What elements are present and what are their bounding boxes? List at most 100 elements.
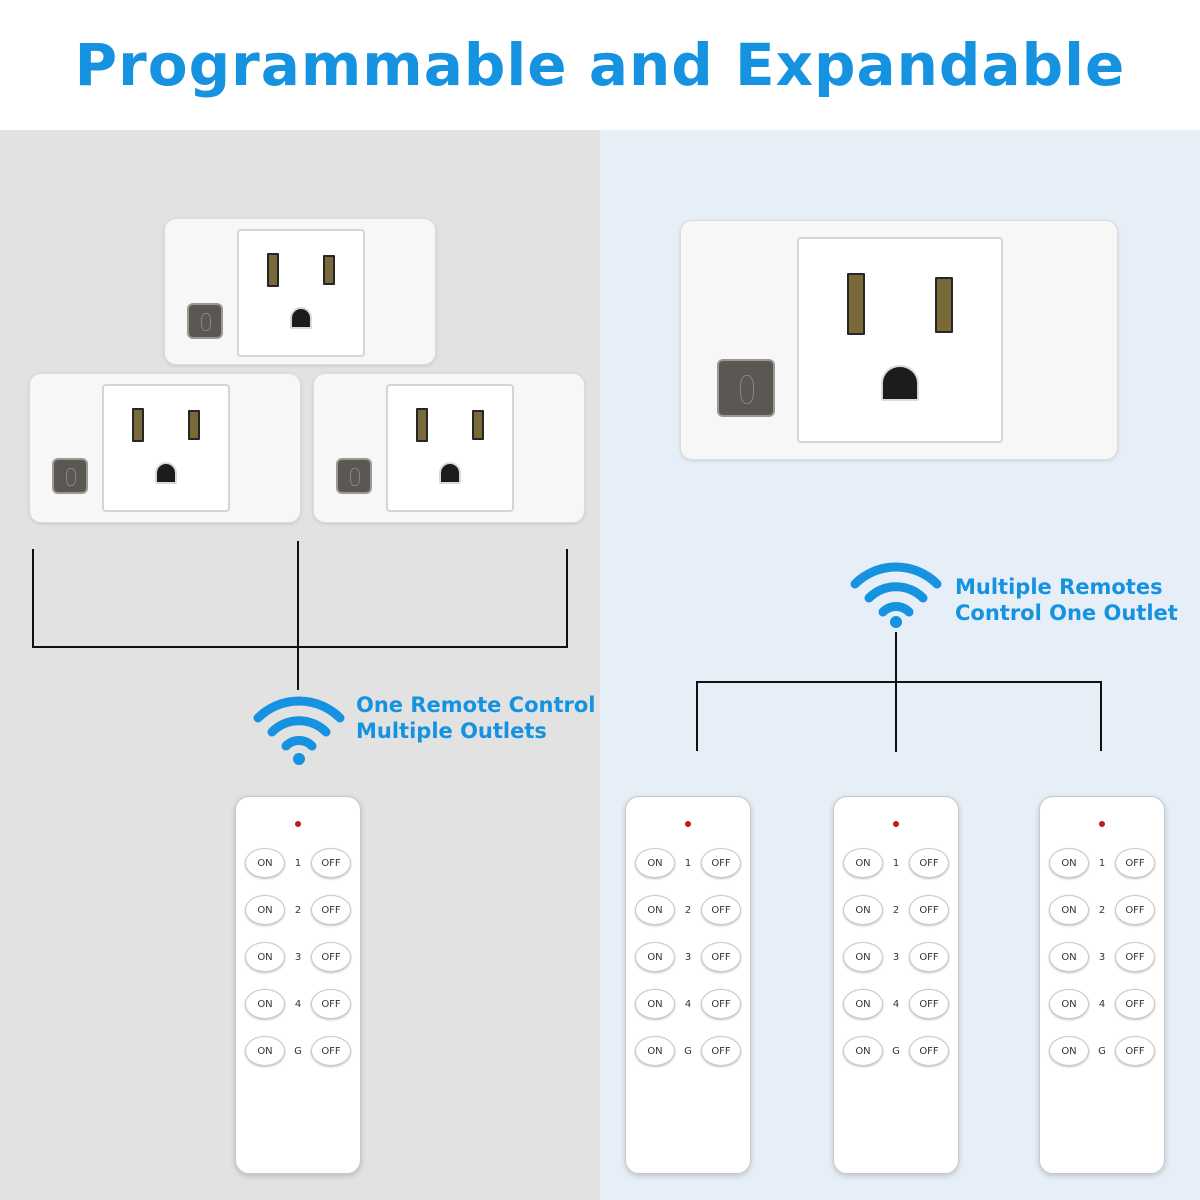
remote-channel-label: 1: [684, 857, 692, 869]
remote-off-button[interactable]: OFF: [701, 942, 741, 972]
remote-channel-label: 3: [684, 951, 692, 963]
ground-hole: [439, 462, 461, 484]
remote-button-row: ON 2 OFF: [834, 894, 958, 926]
connector-line: [566, 549, 568, 648]
remote-on-button[interactable]: ON: [843, 1036, 883, 1066]
remote-off-button[interactable]: OFF: [1115, 895, 1155, 925]
remote-on-button[interactable]: ON: [635, 895, 675, 925]
remote-on-button[interactable]: ON: [843, 989, 883, 1019]
remote-button-row: ON 3 OFF: [834, 941, 958, 973]
ground-hole: [881, 365, 919, 401]
slot-right: [935, 277, 953, 333]
connector-line: [32, 549, 34, 648]
remote-off-button[interactable]: OFF: [1115, 1036, 1155, 1066]
remote-on-button[interactable]: ON: [245, 1036, 285, 1066]
power-button-icon[interactable]: [717, 359, 775, 417]
remote-channel-label: 1: [892, 857, 900, 869]
receptacle: [237, 229, 365, 357]
remote-button-row: ON 4 OFF: [1040, 988, 1164, 1020]
remote-button-row: ON 1 OFF: [1040, 847, 1164, 879]
remote-on-button[interactable]: ON: [843, 942, 883, 972]
remote-off-button[interactable]: OFF: [701, 989, 741, 1019]
remote-off-button[interactable]: OFF: [909, 989, 949, 1019]
remote-channel-label: 2: [294, 904, 302, 916]
remote-button-row: ON 2 OFF: [1040, 894, 1164, 926]
connector-line: [696, 681, 1102, 683]
remote-off-button[interactable]: OFF: [311, 848, 351, 878]
remote-off-button[interactable]: OFF: [909, 895, 949, 925]
remote-off-button[interactable]: OFF: [909, 848, 949, 878]
remote-channel-label: G: [892, 1045, 900, 1057]
connector-line: [696, 681, 698, 751]
remote-off-button[interactable]: OFF: [311, 989, 351, 1019]
left-caption-line2: Multiple Outlets: [356, 719, 547, 743]
remote-off-button[interactable]: OFF: [311, 1036, 351, 1066]
remote-off-button[interactable]: OFF: [1115, 848, 1155, 878]
remote-channel-label: G: [1098, 1045, 1106, 1057]
remote-button-row: ON 3 OFF: [626, 941, 750, 973]
remote-channel-label: 1: [1098, 857, 1106, 869]
remote-channel-label: 2: [892, 904, 900, 916]
remote-off-button[interactable]: OFF: [909, 1036, 949, 1066]
remote-channel-label: 2: [684, 904, 692, 916]
remote-button-row: ON 2 OFF: [626, 894, 750, 926]
remote-led-indicator: [893, 821, 899, 827]
remote-on-button[interactable]: ON: [635, 848, 675, 878]
remote-on-button[interactable]: ON: [1049, 895, 1089, 925]
remote-off-button[interactable]: OFF: [311, 942, 351, 972]
slot-right: [472, 410, 484, 440]
power-button-icon[interactable]: [336, 458, 372, 494]
remote-button-row: ON 1 OFF: [626, 847, 750, 879]
remote-on-button[interactable]: ON: [245, 848, 285, 878]
remote-channel-label: 3: [892, 951, 900, 963]
remote-on-button[interactable]: ON: [245, 989, 285, 1019]
wifi-signal-icon: [253, 696, 345, 765]
remote-channel-label: 2: [1098, 904, 1106, 916]
remote-on-button[interactable]: ON: [245, 942, 285, 972]
remote-channel-label: 4: [1098, 998, 1106, 1010]
remote-off-button[interactable]: OFF: [701, 848, 741, 878]
slot-right: [323, 255, 335, 285]
connector-line: [297, 541, 299, 690]
remote-channel-label: 3: [294, 951, 302, 963]
remote-on-button[interactable]: ON: [843, 895, 883, 925]
slot-left: [847, 273, 865, 335]
slot-left: [132, 408, 144, 442]
receptacle: [102, 384, 230, 512]
remote-on-button[interactable]: ON: [1049, 1036, 1089, 1066]
remote-on-button[interactable]: ON: [1049, 848, 1089, 878]
remote-button-row: ON 1 OFF: [834, 847, 958, 879]
remote-on-button[interactable]: ON: [635, 1036, 675, 1066]
remote-channel-label: 1: [294, 857, 302, 869]
remote-channel-label: 4: [892, 998, 900, 1010]
remote-on-button[interactable]: ON: [635, 942, 675, 972]
remote-led-indicator: [295, 821, 301, 827]
remote-button-row: ON 4 OFF: [236, 988, 360, 1020]
power-button-icon[interactable]: [52, 458, 88, 494]
ground-hole: [290, 307, 312, 329]
remote-channel-label: 4: [294, 998, 302, 1010]
left-caption: One Remote Control Multiple Outlets: [356, 692, 595, 744]
remote-on-button[interactable]: ON: [1049, 942, 1089, 972]
remote-off-button[interactable]: OFF: [909, 942, 949, 972]
remote-led-indicator: [685, 821, 691, 827]
remote-on-button[interactable]: ON: [245, 895, 285, 925]
receptacle: [386, 384, 514, 512]
remote-off-button[interactable]: OFF: [701, 1036, 741, 1066]
remote-off-button[interactable]: OFF: [701, 895, 741, 925]
remote-on-button[interactable]: ON: [843, 848, 883, 878]
remote-off-button[interactable]: OFF: [311, 895, 351, 925]
remote-on-button[interactable]: ON: [1049, 989, 1089, 1019]
remote-off-button[interactable]: OFF: [1115, 942, 1155, 972]
right-caption: Multiple Remotes Control One Outlet: [955, 574, 1178, 626]
power-button-icon[interactable]: [187, 303, 223, 339]
remote-on-button[interactable]: ON: [635, 989, 675, 1019]
right-caption-line2: Control One Outlet: [955, 601, 1178, 625]
remote-off-button[interactable]: OFF: [1115, 989, 1155, 1019]
